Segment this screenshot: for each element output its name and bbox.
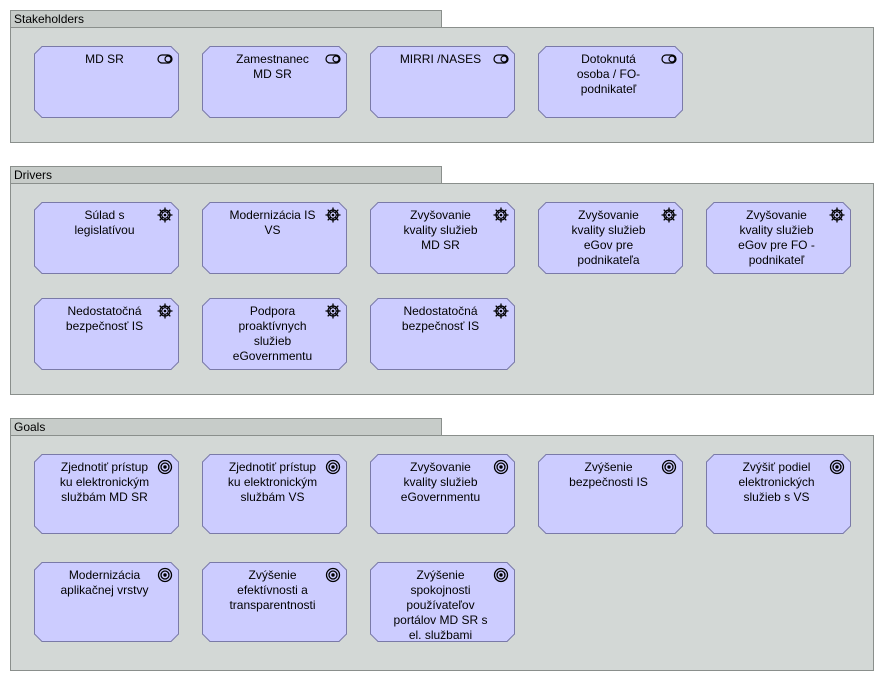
element-label: Podpora proaktívnych služieb eGovernment… [232,304,313,363]
element-box[interactable]: Zjednotiť prístup ku elektronickým služb… [34,454,179,534]
element-label: Nedostatočná bezpečnosť IS [65,304,144,333]
element-label: MIRRI /NASES [399,52,482,66]
element-box[interactable]: Zvyšovanie kvality služieb MD SR [370,202,515,274]
element-box[interactable]: Zvyšovanie kvality služieb eGov pre FO -… [706,202,851,274]
goal-icon [660,459,678,475]
element-label: Zvyšovanie kvality služieb eGovernmentu [400,460,481,504]
element-box[interactable]: Zvýšenie efektívnosti a transparentnosti [202,562,347,642]
element-label: Dotoknutá osoba / FO- podnikateľ [576,52,641,96]
element-label: Modernizácia IS VS [229,208,316,237]
goal-icon [492,459,510,475]
driver-icon [156,303,174,319]
element-box[interactable]: Zamestnanec MD SR [202,46,347,118]
element-label: Zvyšovanie kvality služieb eGov pre podn… [571,208,646,267]
element-label: Súlad s legislatívou [74,208,135,237]
element-box[interactable]: Zjednotiť prístup ku elektronickým služb… [202,454,347,534]
stakeholder-icon [324,51,342,67]
element-box[interactable]: Zvyšovanie kvality služieb eGovernmentu [370,454,515,534]
group-title: Goals [14,420,46,434]
group-tab-stakeholders[interactable]: Stakeholders [10,10,442,27]
element-box[interactable]: Zvýšiť podiel elektronických služieb s V… [706,454,851,534]
element-box[interactable]: Zvýšenie bezpečnosti IS [538,454,683,534]
element-box[interactable]: Modernizácia IS VS [202,202,347,274]
element-box[interactable]: Podpora proaktívnych služieb eGovernment… [202,298,347,370]
goal-icon [156,567,174,583]
element-label: Zamestnanec MD SR [236,52,309,81]
element-label: Zvýšiť podiel elektronických služieb s V… [738,460,815,504]
element-label: Zvýšenie spokojnosti používateľov portál… [393,568,488,642]
element-label: MD SR [85,52,124,66]
stakeholder-icon [492,51,510,67]
goal-icon [324,567,342,583]
driver-icon [660,207,678,223]
goal-icon [828,459,846,475]
element-label: Zjednotiť prístup ku elektronickým služb… [59,460,150,504]
element-box[interactable]: Nedostatočná bezpečnosť IS [34,298,179,370]
driver-icon [492,303,510,319]
group-tab-drivers[interactable]: Drivers [10,166,442,183]
element-box[interactable]: MD SR [34,46,179,118]
driver-icon [492,207,510,223]
driver-icon [324,207,342,223]
group-tab-goals[interactable]: Goals [10,418,442,435]
goal-icon [492,567,510,583]
group-title: Stakeholders [14,12,85,26]
element-box[interactable]: Zvýšenie spokojnosti používateľov portál… [370,562,515,642]
element-label: Zvyšovanie kvality služieb eGov pre FO -… [738,208,815,267]
driver-icon [828,207,846,223]
element-box[interactable]: MIRRI /NASES [370,46,515,118]
element-label: Zvýšenie efektívnosti a transparentnosti [229,568,316,612]
stakeholder-icon [156,51,174,67]
element-box[interactable]: Dotoknutá osoba / FO- podnikateľ [538,46,683,118]
driver-icon [324,303,342,319]
element-label: Nedostatočná bezpečnosť IS [401,304,480,333]
group-title: Drivers [14,168,52,182]
element-label: Modernizácia aplikačnej vrstvy [60,568,149,597]
goal-icon [156,459,174,475]
element-label: Zvýšenie bezpečnosti IS [569,460,648,489]
element-box[interactable]: Súlad s legislatívou [34,202,179,274]
driver-icon [156,207,174,223]
element-box[interactable]: Modernizácia aplikačnej vrstvy [34,562,179,642]
stakeholder-icon [660,51,678,67]
element-label: Zvyšovanie kvality služieb MD SR [403,208,478,252]
goal-icon [324,459,342,475]
element-box[interactable]: Nedostatočná bezpečnosť IS [370,298,515,370]
element-label: Zjednotiť prístup ku elektronickým služb… [227,460,318,504]
element-box[interactable]: Zvyšovanie kvality služieb eGov pre podn… [538,202,683,274]
